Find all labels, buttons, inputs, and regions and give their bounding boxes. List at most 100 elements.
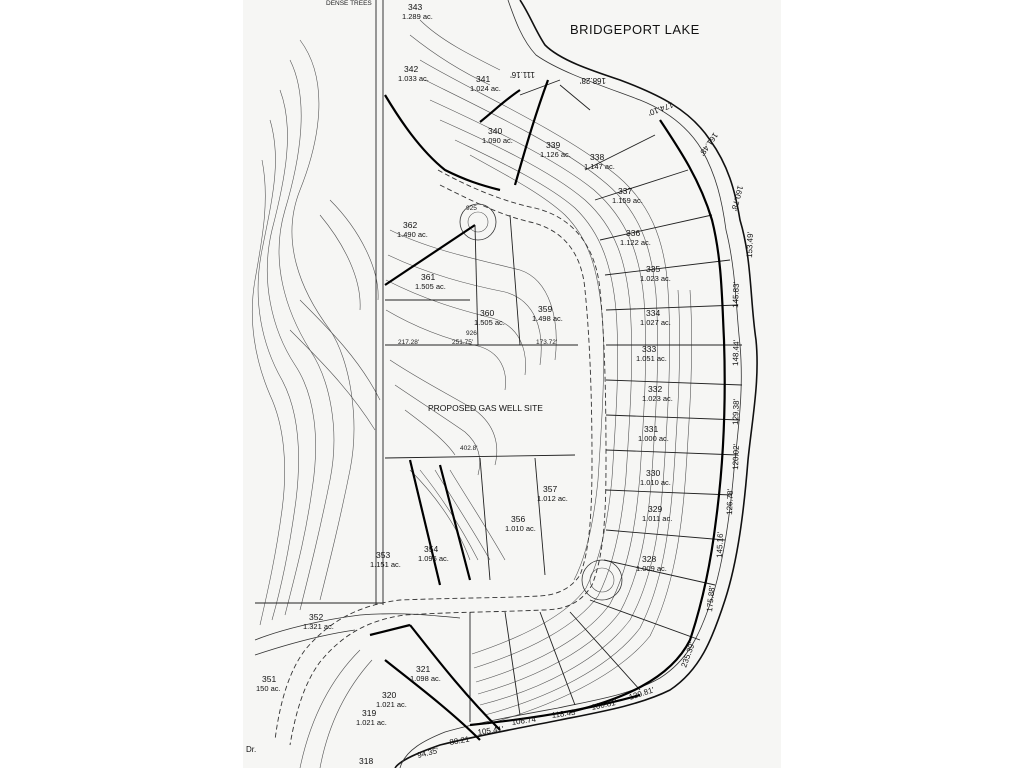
lot-acreage: 1.505 ac. bbox=[415, 282, 446, 291]
lot-acreage: 1.023 ac. bbox=[642, 394, 673, 403]
lot-number: 357 bbox=[543, 484, 557, 494]
lot-number: 343 bbox=[408, 2, 422, 12]
dim-label: 145.16' bbox=[715, 531, 725, 558]
lot-number: 337 bbox=[618, 186, 632, 196]
dim-label: 111.16' bbox=[510, 70, 535, 79]
lot-number: 335 bbox=[646, 264, 660, 274]
lot-number: 341 bbox=[476, 74, 490, 84]
dim-label: 217.28' bbox=[398, 339, 419, 346]
lot-acreage: 1.090 ac. bbox=[482, 136, 513, 145]
lot-number: 332 bbox=[648, 384, 662, 394]
lot-number: 338 bbox=[590, 152, 604, 162]
lot-acreage: 1.011 ac. bbox=[642, 514, 672, 523]
lot-acreage: 1.000 ac. bbox=[638, 434, 669, 443]
lot-318: 318 bbox=[359, 756, 373, 766]
lot-acreage: 1.147 ac. bbox=[584, 162, 615, 171]
lot-number: 336 bbox=[626, 228, 640, 238]
lot-number: 339 bbox=[546, 140, 560, 150]
lot-acreage: 1.012 ac. bbox=[537, 494, 568, 503]
lot-number: 328 bbox=[642, 554, 656, 564]
lot-acreage: 1.122 ac. bbox=[620, 238, 651, 247]
dim-label: 129.38' bbox=[731, 398, 741, 425]
lot-number: 354 bbox=[424, 544, 438, 554]
lot-acreage: 1.051 ac. bbox=[636, 354, 667, 363]
lot-acreage: 1.289 ac. bbox=[402, 12, 433, 21]
lot-acreage: 1.490 ac. bbox=[397, 230, 428, 239]
street-label: Dr. bbox=[246, 745, 256, 754]
elevation-label: 925 bbox=[466, 205, 477, 212]
lake-label: BRIDGEPORT LAKE bbox=[570, 22, 700, 37]
dim-label: 173.72' bbox=[536, 339, 557, 346]
dim-label: 126.78' bbox=[725, 488, 735, 515]
heavy-lines bbox=[369, 79, 726, 741]
plat-sheet bbox=[243, 0, 781, 768]
lot-acreage: 1.021 ac. bbox=[356, 718, 387, 727]
lot-acreage: 1.498 ac. bbox=[532, 314, 563, 323]
misc-labels: 925 926 402.8' 251.75' 217.28' 173.72' bbox=[398, 205, 557, 452]
lot-acreage: 1.010 ac. bbox=[505, 524, 536, 533]
lot-acreage: 1.033 ac. bbox=[398, 74, 429, 83]
lot-number: 330 bbox=[646, 468, 660, 478]
lot-acreage: 1.505 ac. bbox=[474, 318, 505, 327]
lot-number: 359 bbox=[538, 304, 552, 314]
contours-west bbox=[251, 39, 381, 626]
lot-number: 333 bbox=[642, 344, 656, 354]
lot-acreage: 1.024 ac. bbox=[470, 84, 501, 93]
lot-number: 329 bbox=[648, 504, 662, 514]
lot-number: 331 bbox=[644, 424, 658, 434]
lot-number: 320 bbox=[382, 690, 396, 700]
lot-acreage: 1.098 ac. bbox=[410, 674, 441, 683]
southwest-road bbox=[254, 613, 461, 768]
lot-number: 351 bbox=[262, 674, 276, 684]
lot-lines-east bbox=[469, 79, 743, 722]
lot-number: 362 bbox=[403, 220, 417, 230]
elevation-label: 926 bbox=[466, 330, 477, 337]
lot-acreage: 1.009 ac. bbox=[636, 564, 667, 573]
lot-acreage: 1.010 ac. bbox=[640, 478, 671, 487]
lot-lines-central bbox=[384, 214, 578, 581]
dim-label: 153.49' bbox=[745, 231, 755, 258]
dim-label: 251.75' bbox=[452, 339, 473, 346]
cul-de-sac bbox=[459, 203, 497, 241]
shoreline bbox=[394, 0, 758, 768]
lot-number: 319 bbox=[362, 708, 376, 718]
lot-number: 318 bbox=[359, 756, 373, 766]
lot-acreage: 1.321 ac. bbox=[303, 622, 334, 631]
lot-number: 340 bbox=[488, 126, 502, 136]
dim-label: 175.88' bbox=[705, 585, 717, 612]
lot-number: 342 bbox=[404, 64, 418, 74]
dim-label: 402.8' bbox=[460, 445, 478, 452]
dim-label: 168.28' bbox=[580, 76, 606, 85]
lot-number: 352 bbox=[309, 612, 323, 622]
lot-acreage: 1.023 ac. bbox=[640, 274, 671, 283]
dim-label: 120.02' bbox=[731, 443, 741, 470]
dim-label: 106.74' bbox=[511, 714, 538, 727]
dim-label: 88.21 bbox=[449, 735, 471, 747]
